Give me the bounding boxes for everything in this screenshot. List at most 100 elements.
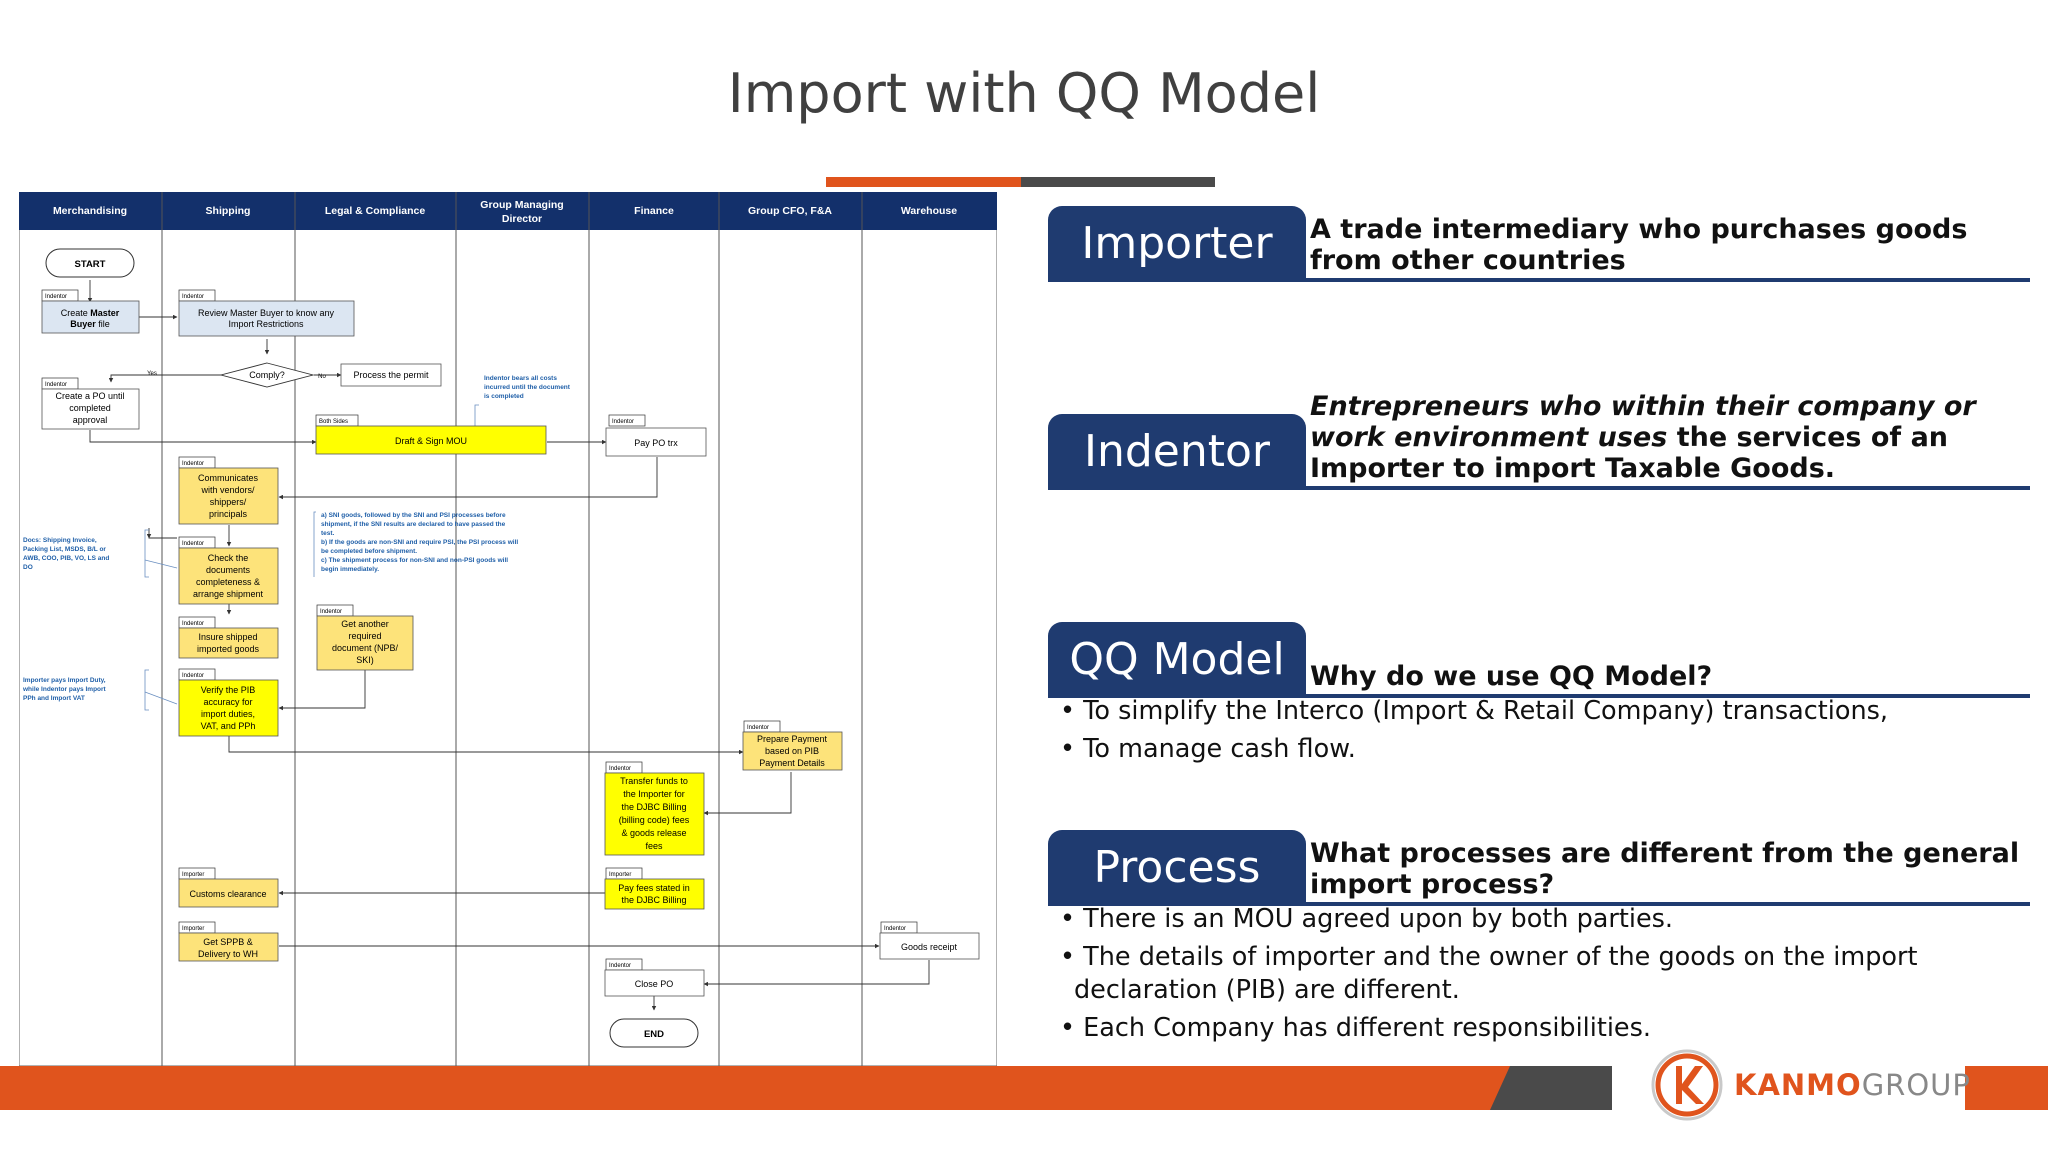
node-communicates-line4: principals bbox=[209, 509, 248, 519]
node-get-doc-line2: required bbox=[348, 631, 381, 641]
node-close-po bbox=[604, 969, 705, 997]
node-create-master-buyer-text: Create Master bbox=[61, 308, 120, 318]
desc-importer: A trade intermediary who purchases goods… bbox=[1310, 214, 1968, 276]
node-check-docs-line1: Check the bbox=[208, 553, 249, 563]
desc-process: What processes are different from the ge… bbox=[1310, 838, 2020, 900]
node-transfer-line1: Transfer funds to bbox=[620, 776, 688, 786]
logo-text-light: GROUP bbox=[1861, 1068, 1971, 1102]
node-communicates-line3: shippers/ bbox=[210, 497, 247, 507]
rule-indentor bbox=[1306, 486, 2030, 490]
node-pay-fees-line2: the DJBC Billing bbox=[621, 895, 686, 905]
node-create-po-line1: Create a PO until bbox=[55, 391, 124, 401]
node-sppb bbox=[178, 932, 279, 962]
node-sppb-line1: Get SPPB & bbox=[203, 937, 253, 947]
role-insure: Indentor bbox=[182, 621, 204, 627]
node-communicates-line2: with vendors/ bbox=[200, 485, 255, 495]
role-check: Indentor bbox=[182, 541, 204, 547]
node-prepare-line3: Payment Details bbox=[759, 758, 825, 768]
kanmo-logo-text: KANMOGROUP bbox=[1734, 1068, 1971, 1102]
node-draft-mou-text: Draft & Sign MOU bbox=[395, 436, 467, 446]
role-pay-po: Indentor bbox=[612, 419, 634, 425]
qq-model-bullets: • To simplify the Interco (Import & Reta… bbox=[1056, 695, 2016, 766]
role-close-po: Indentor bbox=[609, 963, 631, 969]
decision-comply bbox=[219, 362, 315, 388]
node-review-line2: Import Restrictions bbox=[228, 319, 304, 329]
lane-shipping: Shipping bbox=[206, 205, 251, 217]
title-accent-gray bbox=[1021, 177, 1215, 187]
tag-importer: Importer bbox=[1048, 206, 1306, 282]
start-label: START bbox=[75, 259, 106, 270]
node-check-docs-line4: arrange shipment bbox=[193, 589, 264, 599]
swimlane-diagram: Merchandising Shipping Legal & Complianc… bbox=[19, 192, 997, 1066]
section-indentor: Indentor Entrepreneurs who within their … bbox=[1048, 391, 2030, 490]
node-verify-line2: accuracy for bbox=[203, 697, 252, 707]
footer-bar bbox=[0, 1066, 2048, 1110]
node-get-doc-line4: SKI) bbox=[356, 655, 374, 665]
node-verify-line3: import duties, bbox=[201, 709, 255, 719]
tag-indentor: Indentor bbox=[1048, 414, 1306, 490]
role-prepare: Indentor bbox=[747, 725, 769, 731]
role-pay-fees: Importer bbox=[609, 872, 631, 878]
role-review: Indentor bbox=[182, 294, 204, 300]
role-create-po: Indentor bbox=[45, 382, 67, 388]
node-get-doc-line3: document (NPB/ bbox=[332, 643, 399, 653]
bullet-item: • Each Company has different responsibil… bbox=[1060, 1013, 1652, 1043]
desc-indentor-rest: the services of an Importer to import Ta… bbox=[1310, 422, 1949, 484]
node-draft-mou bbox=[315, 425, 547, 455]
rule-qq-model bbox=[1306, 694, 2030, 698]
node-get-doc-line1: Get another bbox=[341, 619, 389, 629]
lane-warehouse: Warehouse bbox=[901, 205, 957, 217]
rule-importer bbox=[1306, 278, 2030, 282]
node-transfer-line4: (billing code) fees bbox=[619, 815, 690, 825]
node-customs bbox=[178, 878, 279, 908]
node-communicates-line1: Communicates bbox=[198, 473, 259, 483]
role-communicates: Indentor bbox=[182, 461, 204, 467]
node-verify-pib bbox=[178, 679, 279, 737]
note-docs: Docs: Shipping Invoice,Packing List, MSD… bbox=[23, 537, 109, 571]
rule-process bbox=[1306, 902, 2030, 906]
svg-text:Buyer file: Buyer file bbox=[70, 319, 110, 329]
node-pay-po-text: Pay PO trx bbox=[634, 438, 678, 448]
logo-text-bold: KANMO bbox=[1734, 1068, 1862, 1102]
role-goods-receipt: Indentor bbox=[884, 926, 906, 932]
note-duty: Importer pays Import Duty,while Indentor… bbox=[22, 677, 107, 702]
bullet-item: • To manage cash flow. bbox=[1060, 734, 1356, 764]
desc-indentor-italic: Entrepreneurs who within their company o… bbox=[1310, 391, 1976, 453]
node-pay-fees bbox=[604, 878, 705, 910]
lane-finance: Finance bbox=[634, 205, 674, 217]
node-verify-line1: Verify the PIB bbox=[201, 685, 256, 695]
node-prepare-line1: Prepare Payment bbox=[757, 734, 828, 744]
node-transfer-line5: & goods release bbox=[621, 828, 686, 838]
node-prepare-line2: based on PIB bbox=[765, 746, 819, 756]
end-node bbox=[609, 1018, 699, 1048]
node-pay-fees-line1: Pay fees stated in bbox=[618, 883, 690, 893]
node-review-master-buyer bbox=[178, 300, 355, 337]
lane-header-bar bbox=[19, 192, 997, 230]
tag-qq-model: QQ Model bbox=[1048, 622, 1306, 698]
node-close-po-text: Close PO bbox=[635, 979, 674, 989]
role-draft-mou: Both Sides bbox=[319, 419, 348, 425]
node-process-permit-text: Process the permit bbox=[353, 370, 429, 380]
start-node bbox=[45, 248, 135, 278]
node-create-master-buyer bbox=[41, 300, 140, 334]
end-label: END bbox=[644, 1029, 664, 1040]
lane-group-cfo: Group CFO, F&A bbox=[748, 205, 832, 217]
node-process-permit bbox=[340, 363, 442, 387]
process-bullets: • There is an MOU agreed upon by both pa… bbox=[1056, 903, 2016, 1045]
tag-process: Process bbox=[1048, 830, 1306, 906]
node-transfer-funds bbox=[604, 772, 705, 856]
role-transfer: Indentor bbox=[609, 766, 631, 772]
node-transfer-line3: the DJBC Billing bbox=[621, 802, 686, 812]
label-yes: Yes bbox=[147, 371, 157, 377]
node-customs-text: Customs clearance bbox=[189, 889, 266, 899]
desc-indentor: Entrepreneurs who within their company o… bbox=[1310, 391, 2030, 484]
node-create-po bbox=[41, 388, 140, 430]
node-review-line1: Review Master Buyer to know any bbox=[198, 308, 335, 318]
node-check-docs-line2: documents bbox=[206, 565, 251, 575]
role-create-master-buyer: Indentor bbox=[45, 294, 67, 300]
node-insure-line2: imported goods bbox=[197, 644, 260, 654]
node-check-docs bbox=[178, 547, 279, 605]
lane-legal: Legal & Compliance bbox=[325, 205, 426, 217]
